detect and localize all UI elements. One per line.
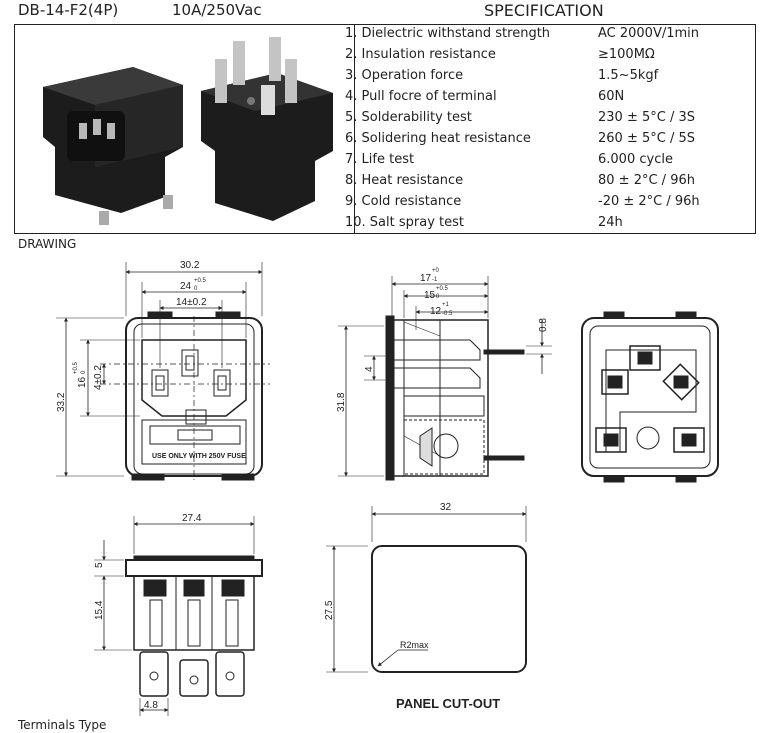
terminals-label: Terminals Type bbox=[18, 718, 107, 732]
spec-value: 80 ± 2°C / 96h bbox=[598, 173, 695, 188]
spec-row: 2. Insulation resistance ≥100MΩ bbox=[345, 47, 737, 68]
spec-value: 6.000 cycle bbox=[598, 152, 673, 167]
spec-label: 10. Salt spray test bbox=[345, 215, 464, 230]
socket-rear-photo bbox=[201, 37, 333, 221]
spec-row: 9. Cold resistance -20 ± 2°C / 96h bbox=[345, 194, 737, 215]
cutout-dim-32: 32 bbox=[440, 502, 452, 513]
rating: 10A/250Vac bbox=[172, 1, 262, 19]
spec-label: 5. Solderability test bbox=[345, 110, 472, 125]
side-dim-12-tol: +1 bbox=[442, 302, 450, 308]
spec-divider bbox=[354, 25, 355, 233]
socket-front-photo bbox=[43, 67, 183, 225]
spec-value: ≥100MΩ bbox=[598, 47, 655, 62]
model-number: DB-14-F2(4P) bbox=[18, 1, 119, 19]
spec-value: AC 2000V/1min bbox=[598, 26, 700, 41]
spec-value: 24h bbox=[598, 215, 623, 230]
side-dim-4: 4 bbox=[364, 366, 375, 372]
bottom-dim-48: 4.8 bbox=[144, 700, 158, 711]
product-photos bbox=[43, 37, 333, 225]
fuse-text: USE ONLY WITH 250V FUSE bbox=[152, 453, 246, 460]
bottom-dim-154: 15.4 bbox=[94, 600, 105, 620]
spec-label: 7. Life test bbox=[345, 152, 415, 167]
bottom-dim-5: 5 bbox=[94, 562, 105, 568]
side-dim-15: 15 bbox=[424, 290, 436, 301]
front-dim-pin: 14±0.2 bbox=[176, 297, 207, 308]
spec-box bbox=[14, 24, 756, 234]
front-dim-left1-tol2: 0 bbox=[81, 370, 87, 374]
panel-cutout bbox=[326, 506, 527, 673]
spec-label: 4. Pull focre of terminal bbox=[345, 89, 497, 104]
spec-label: 1. Dielectric withstand strength bbox=[345, 26, 551, 41]
spec-label: 9. Cold resistance bbox=[345, 194, 462, 209]
front-dim-left1: 16 bbox=[77, 376, 88, 388]
side-view bbox=[338, 276, 552, 481]
spec-value: 1.5~5kgf bbox=[598, 68, 659, 83]
spec-row: 10. Salt spray test 24h bbox=[345, 215, 737, 236]
drawing-label: DRAWING bbox=[18, 237, 77, 251]
cutout-label: PANEL CUT-OUT bbox=[396, 696, 500, 711]
front-view bbox=[56, 262, 270, 481]
side-dim-318: 31.8 bbox=[336, 392, 347, 412]
cutout-dim-275: 27.5 bbox=[324, 600, 335, 620]
bottom-view bbox=[94, 516, 263, 716]
front-dim-inner-tol: +0.5 bbox=[194, 278, 207, 284]
spec-label: 3. Operation force bbox=[345, 68, 464, 83]
front-dim-inner-tol2: 0 bbox=[194, 286, 198, 292]
side-dim-08: 0.8 bbox=[538, 318, 549, 332]
spec-row: 5. Solderability test 230 ± 5°C / 3S bbox=[345, 110, 737, 131]
front-dim-height: 33.2 bbox=[56, 392, 67, 412]
spec-label: 8. Heat resistance bbox=[345, 173, 464, 188]
cutout-radius: R2max bbox=[400, 640, 429, 650]
spec-label: 2. Insulation resistance bbox=[345, 47, 496, 62]
rear-view bbox=[581, 311, 719, 483]
side-dim-15-tol2: 0 bbox=[436, 294, 440, 300]
front-dim-inner: 24 bbox=[180, 281, 192, 292]
spec-label: 6. Solidering heat resistance bbox=[345, 131, 531, 146]
front-dim-left1-tol: +0.5 bbox=[73, 361, 79, 374]
side-dim-17: 17 bbox=[420, 273, 432, 284]
side-dim-12-tol2: -0.5 bbox=[442, 311, 453, 317]
side-dim-12: 12 bbox=[430, 306, 442, 317]
side-dim-17-tol: +0 bbox=[432, 268, 440, 274]
bottom-dim-274: 27.4 bbox=[182, 513, 202, 524]
spec-value: 230 ± 5°C / 3S bbox=[598, 110, 695, 125]
spec-value: 260 ± 5°C / 5S bbox=[598, 131, 695, 146]
spec-row: 1. Dielectric withstand strength AC 2000V… bbox=[345, 26, 737, 47]
spec-row: 3. Operation force 1.5~5kgf bbox=[345, 68, 737, 89]
spec-row: 8. Heat resistance 80 ± 2°C / 96h bbox=[345, 173, 737, 194]
spec-row: 7. Life test 6.000 cycle bbox=[345, 152, 737, 173]
side-dim-15-tol: +0.5 bbox=[436, 286, 449, 292]
front-dim-width: 30.2 bbox=[180, 260, 200, 271]
spec-row: 6. Solidering heat resistance 260 ± 5°C /… bbox=[345, 131, 737, 152]
spec-row: 4. Pull focre of terminal 60N bbox=[345, 89, 737, 110]
spec-title: SPECIFICATION bbox=[484, 1, 604, 20]
spec-value: 60N bbox=[598, 89, 625, 104]
spec-value: -20 ± 2°C / 96h bbox=[598, 194, 700, 209]
side-dim-17-tol2: -1 bbox=[432, 277, 438, 283]
front-dim-left2: 4±0.2 bbox=[93, 365, 104, 390]
